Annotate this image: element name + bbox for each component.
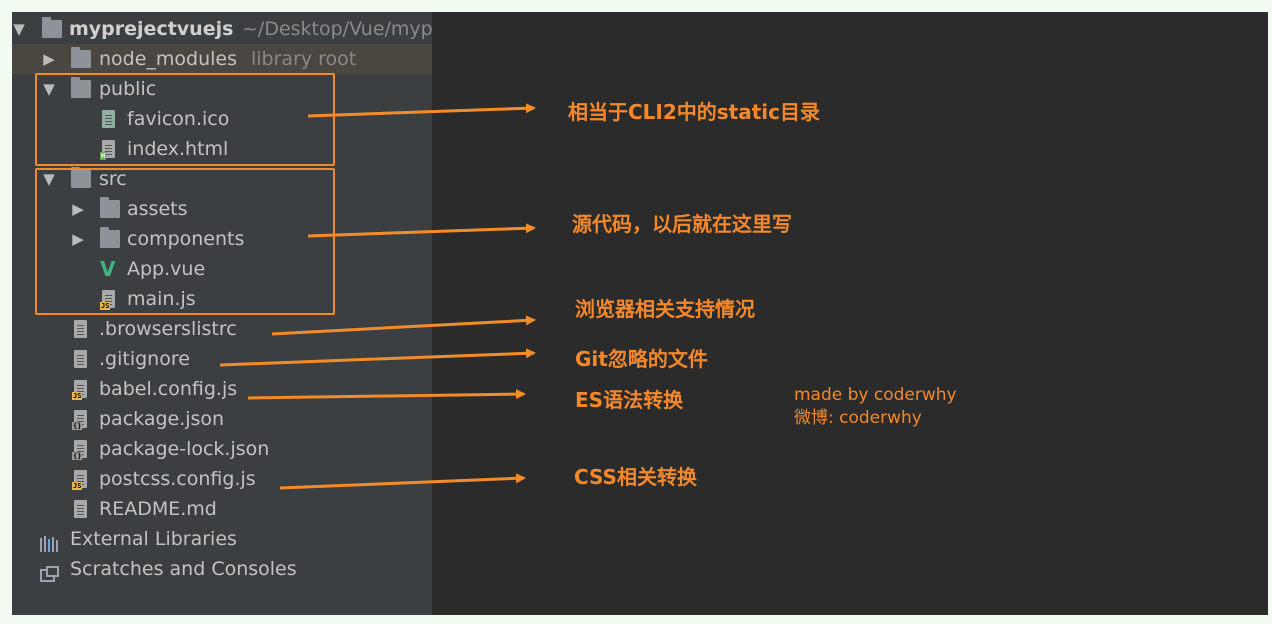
collapse-arrow-icon[interactable]: ▶: [72, 230, 84, 248]
tree-row-favicon[interactable]: favicon.ico: [12, 104, 432, 134]
tree-row-postcss-config[interactable]: JS postcss.config.js: [12, 464, 432, 494]
tree-row-scratches[interactable]: Scratches and Consoles: [12, 554, 432, 584]
tree-row-node-modules[interactable]: ▶ node_modules library root: [12, 44, 432, 74]
annotation-postcss: CSS相关转换: [574, 465, 697, 489]
tree-row-readme[interactable]: README.md: [12, 494, 432, 524]
expand-arrow-icon[interactable]: ▼: [13, 20, 25, 38]
tree-row-browserslistrc[interactable]: .browserslistrc: [12, 314, 432, 344]
tree-item-label: package-lock.json: [99, 438, 270, 460]
tree-row-package-lock-json[interactable]: {} package-lock.json: [12, 434, 432, 464]
src-highlight-box: [35, 168, 335, 315]
tree-item-label: node_modules: [99, 48, 238, 70]
arrow-public: [307, 103, 536, 118]
annotation-src: 源代码，以后就在这里写: [572, 212, 792, 236]
tree-item-label: main.js: [127, 288, 196, 310]
library-root-tag: library root: [251, 48, 357, 70]
text-file-icon: [74, 350, 87, 368]
ide-window: ▼ myprejectvuejs ~/Desktop/Vue/myp ▶ nod…: [12, 12, 1268, 615]
credit-line-2: 微博: coderwhy: [794, 408, 922, 428]
tree-row-project-root[interactable]: ▼ myprejectvuejs ~/Desktop/Vue/myp: [12, 14, 432, 44]
library-icon: [40, 531, 62, 552]
arrow-gitignore: [219, 348, 536, 367]
folder-icon: [71, 77, 91, 98]
annotation-public: 相当于CLI2中的static目录: [568, 100, 821, 124]
arrow-browserslistrc: [271, 315, 536, 336]
text-file-icon: [74, 320, 87, 338]
project-tree-panel: ▼ myprejectvuejs ~/Desktop/Vue/myp ▶ nod…: [12, 12, 432, 615]
tree-item-label: .browserslistrc: [99, 318, 237, 340]
tree-row-assets[interactable]: ▶ assets: [12, 194, 432, 224]
tree-row-gitignore[interactable]: .gitignore: [12, 344, 432, 374]
vue-file-icon: V: [100, 257, 116, 281]
tree-item-label: public: [99, 78, 157, 100]
tree-row-src[interactable]: ▼ src: [12, 164, 432, 194]
annotation-gitignore: Git忽略的文件: [575, 347, 708, 371]
tree-row-public[interactable]: ▼ public: [12, 74, 432, 104]
tree-row-main-js[interactable]: JS main.js: [12, 284, 432, 314]
tree-item-label: src: [99, 168, 127, 190]
tree-item-label: README.md: [99, 498, 217, 520]
arrow-src: [307, 223, 536, 238]
tree-item-label: postcss.config.js: [99, 468, 256, 490]
arrow-postcss: [279, 473, 526, 490]
json-file-icon: {}: [72, 440, 87, 460]
editor-area: [432, 12, 1268, 615]
scratches-icon: [40, 561, 62, 582]
annotation-arrows: [219, 103, 536, 490]
folder-icon: [42, 17, 62, 38]
tree-item-label: favicon.ico: [127, 108, 230, 130]
expand-arrow-icon[interactable]: ▼: [43, 80, 55, 98]
tree-item-label: External Libraries: [70, 528, 237, 550]
markdown-file-icon: [74, 500, 87, 518]
public-highlight-box: [35, 73, 335, 166]
js-file-icon: JS: [72, 470, 87, 490]
folder-icon: [71, 47, 91, 68]
credit-block: made by coderwhy 微博: coderwhy: [794, 384, 957, 430]
tree-item-label: index.html: [127, 138, 229, 160]
annotation-browserslistrc: 浏览器相关支持情况: [575, 297, 755, 321]
tree-row-package-json[interactable]: {} package.json: [12, 404, 432, 434]
tree-row-components[interactable]: ▶ components: [12, 224, 432, 254]
tree-item-label: .gitignore: [99, 348, 190, 370]
tree-item-label: Scratches and Consoles: [70, 558, 297, 580]
collapse-arrow-icon[interactable]: ▶: [72, 200, 84, 218]
arrow-babel: [247, 389, 526, 400]
expand-arrow-icon[interactable]: ▼: [43, 170, 55, 188]
html-file-icon: H: [100, 140, 115, 160]
project-name: myprejectvuejs: [69, 18, 234, 40]
js-file-icon: JS: [72, 380, 87, 400]
tree-row-index-html[interactable]: H index.html: [12, 134, 432, 164]
js-file-icon: JS: [100, 290, 115, 310]
project-path: ~/Desktop/Vue/myp: [242, 18, 432, 40]
tree-item-label: components: [127, 228, 245, 250]
annotation-babel: ES语法转换: [575, 388, 684, 412]
folder-icon: [100, 197, 120, 218]
tree-item-label: package.json: [99, 408, 225, 430]
tree-item-label: App.vue: [127, 258, 206, 280]
image-file-icon: [102, 110, 115, 128]
tree-row-babel-config[interactable]: JS babel.config.js: [12, 374, 432, 404]
json-file-icon: {}: [72, 410, 87, 430]
credit-line-1: made by coderwhy: [794, 385, 957, 405]
tree-item-label: assets: [127, 198, 188, 220]
folder-icon: [100, 227, 120, 248]
tree-row-app-vue[interactable]: V App.vue: [12, 254, 432, 284]
tree-item-label: babel.config.js: [99, 378, 238, 400]
tree-row-external-libraries[interactable]: External Libraries: [12, 524, 432, 554]
collapse-arrow-icon[interactable]: ▶: [43, 50, 55, 68]
